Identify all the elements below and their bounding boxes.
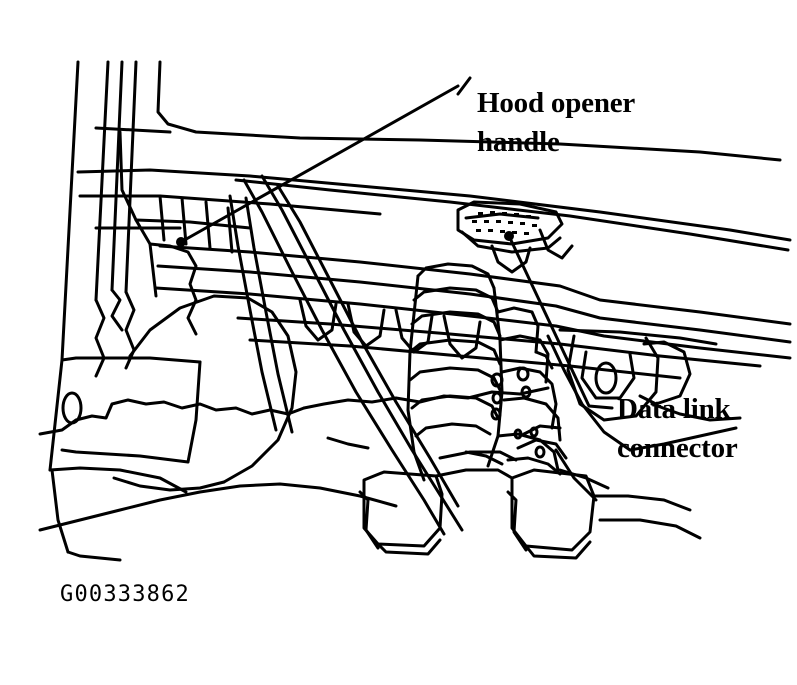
leader-dot-data-link-connector — [504, 231, 514, 241]
data-link-connector-bracket — [496, 306, 562, 476]
leader-dot-hood-opener-handle — [176, 237, 186, 247]
left-structural-panel — [94, 130, 252, 378]
accelerator-pedal — [506, 468, 596, 560]
leader-tick-hood-opener-handle — [456, 76, 472, 96]
steering-column-boot — [406, 262, 504, 482]
callout-label-data-link-connector: Data link connector — [617, 393, 738, 464]
right-vent-assembly — [546, 328, 742, 502]
dash-underside-bands — [154, 178, 792, 380]
wheel-well-hump — [112, 294, 298, 492]
callout-label-hood-opener-handle: Hood opener handle — [477, 87, 636, 158]
vehicle-interior-outlines — [38, 60, 792, 562]
pedal-linkage — [434, 424, 702, 540]
dlc-housing-plate — [456, 200, 564, 254]
lower-trim-detail — [326, 436, 610, 490]
dash-brace-hooks — [298, 228, 574, 360]
leader-data-link-connector — [507, 234, 614, 410]
leader-path-hood-opener-handle — [179, 84, 460, 244]
kick-panel — [48, 356, 202, 494]
dlc-housing-stipple — [472, 211, 537, 235]
dash-top-surface — [76, 60, 792, 242]
leader-hood-opener-handle — [179, 76, 472, 244]
leader-path-data-link-connector — [507, 234, 614, 410]
figure-id-label: G00333862 — [60, 582, 191, 607]
brake-pedal — [358, 470, 444, 556]
